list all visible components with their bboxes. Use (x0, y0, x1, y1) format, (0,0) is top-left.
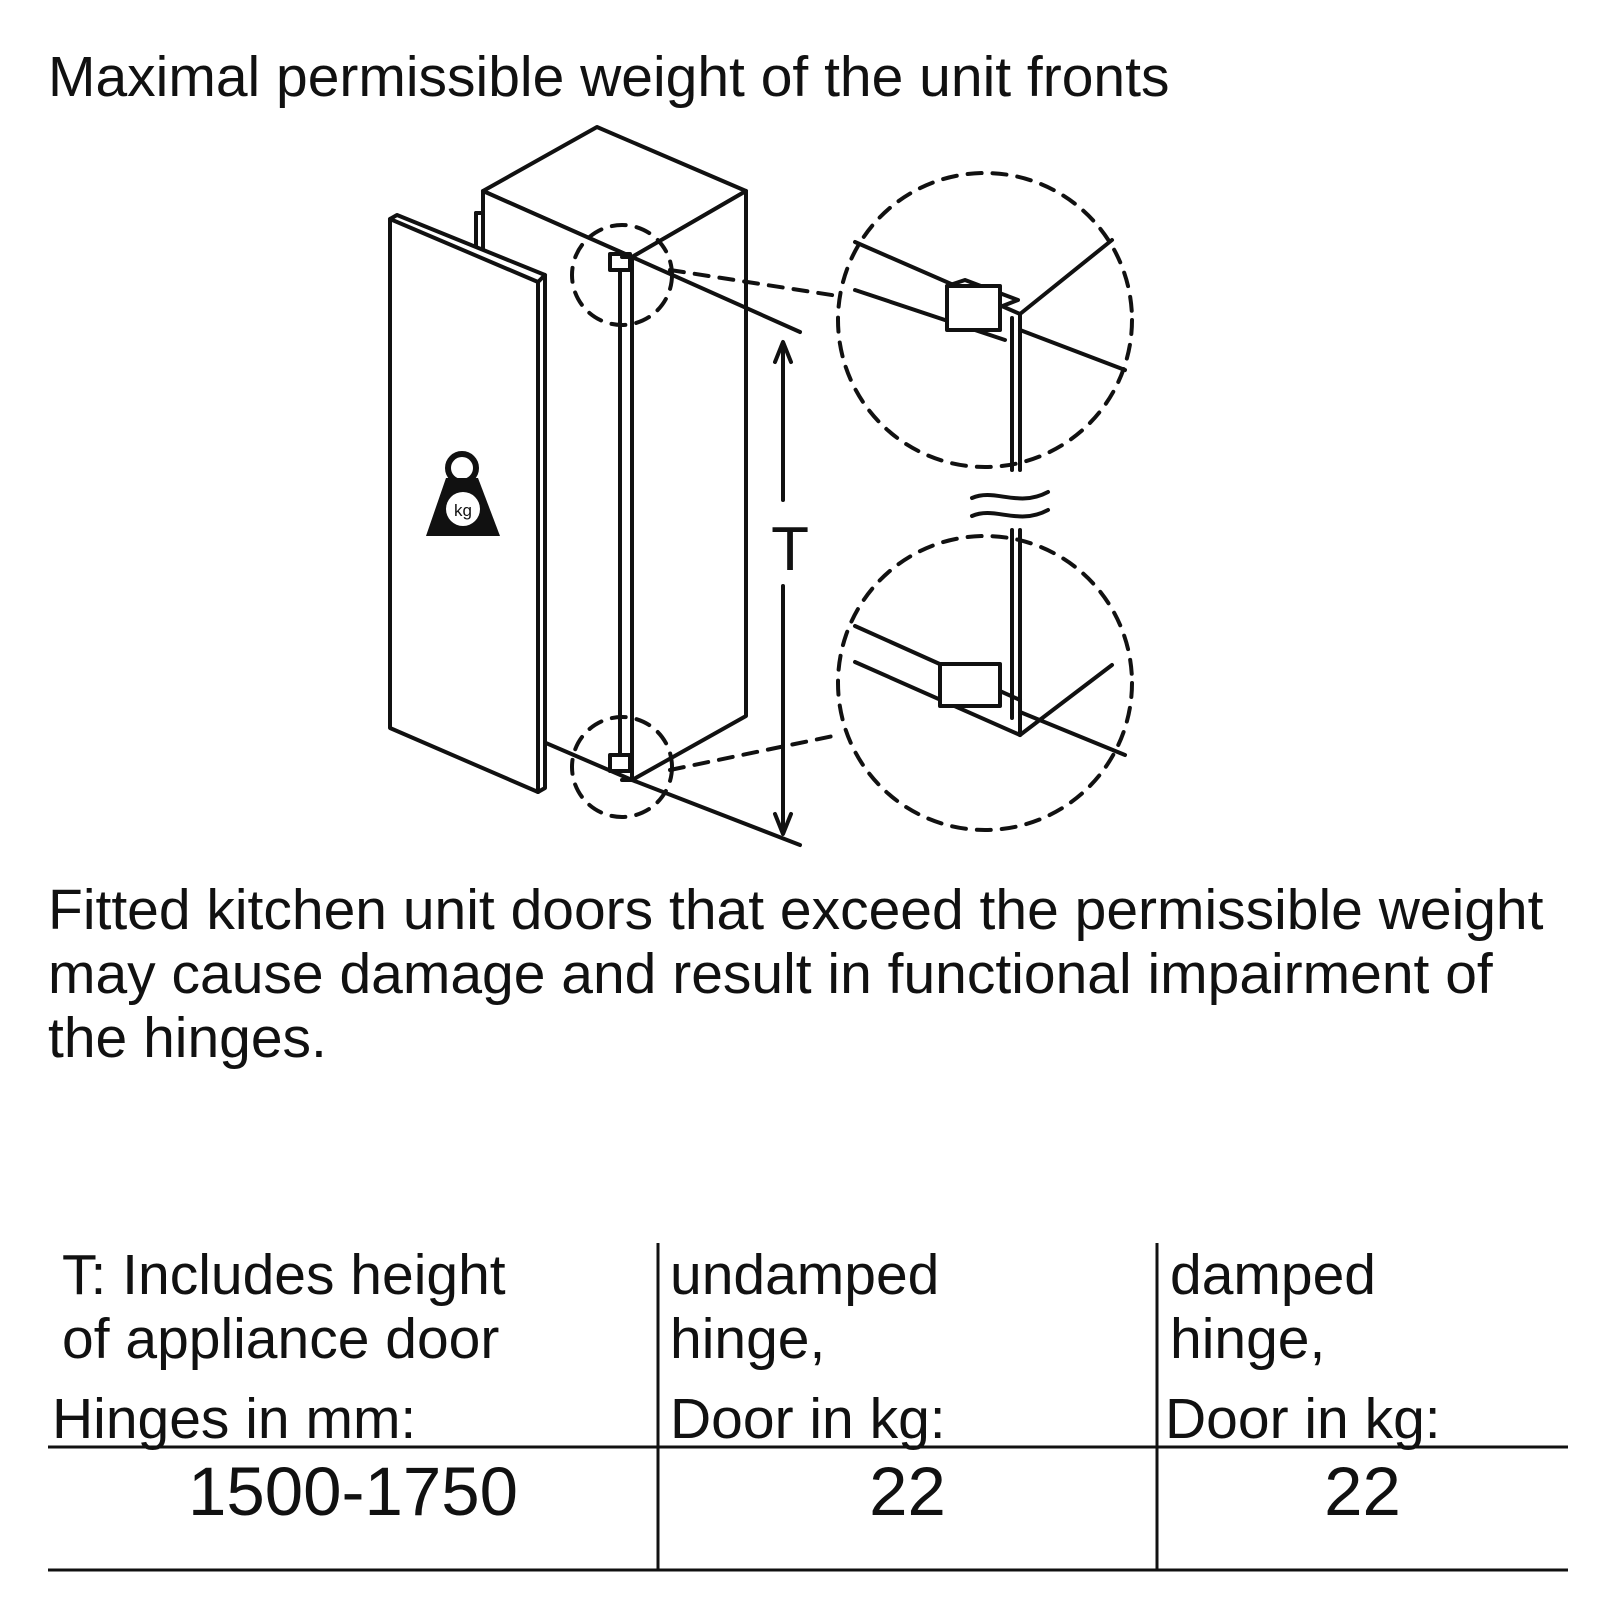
detail-callouts (570, 171, 1134, 832)
table-header-cell: of appliance door (62, 1307, 500, 1371)
weight-icon (426, 451, 500, 536)
table-header-cell: Hinges in mm: (52, 1387, 417, 1451)
table-header-cell: hinge, (1170, 1307, 1326, 1371)
table-header-cell: T: Includes height (62, 1243, 506, 1307)
table-grid (48, 1243, 1568, 1572)
table-header-cell: Door in kg: (1165, 1387, 1441, 1451)
table-cell-damped: 22 (1324, 1453, 1401, 1530)
warning-text: Fitted kitchen unit doors that exceed th… (48, 878, 1544, 1070)
bottom-hinge-detail (853, 528, 1127, 757)
table-header-cell: Door in kg: (670, 1387, 946, 1451)
page-title: Maximal permissible weight of the unit f… (48, 45, 1170, 109)
installation-diagram: kg T (388, 125, 1134, 847)
table-header-cell: undamped (670, 1243, 940, 1307)
table-cell-undamped: 22 (869, 1453, 946, 1530)
top-hinge-detail (853, 238, 1127, 472)
table-header-cell: hinge, (670, 1307, 826, 1371)
table-cell-height: 1500-1750 (188, 1453, 518, 1530)
height-dimension (630, 255, 802, 847)
weight-icon-label: kg (454, 501, 472, 520)
dimension-label: T (771, 515, 809, 584)
table-header-cell: damped (1170, 1243, 1376, 1307)
break-mark (970, 490, 1050, 519)
